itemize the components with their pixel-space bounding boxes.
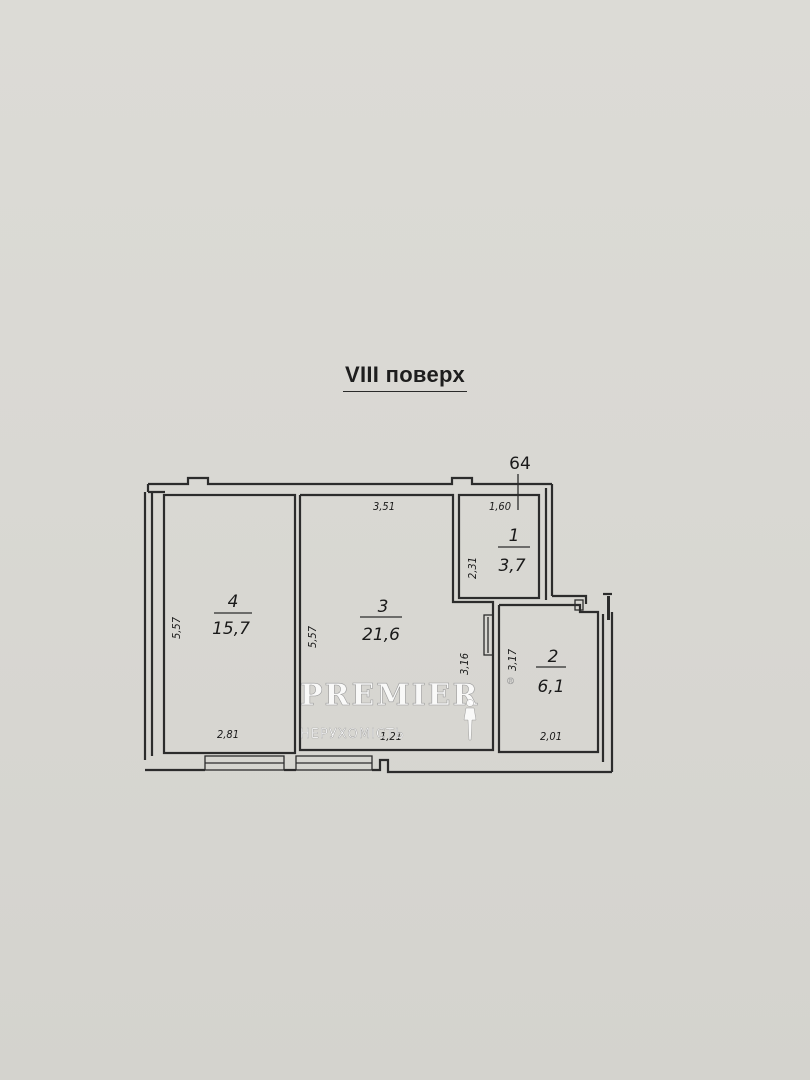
room-1-area: 3,7 bbox=[498, 556, 525, 576]
room-3-area: 21,6 bbox=[362, 625, 400, 645]
dim-room3-bottom: 1,21 bbox=[380, 730, 402, 743]
room-1-number: 1 bbox=[509, 526, 520, 546]
watermark-brand: PREMIER bbox=[300, 678, 479, 713]
dim-room3-height-left: 5,57 bbox=[306, 625, 319, 648]
room-2 bbox=[497, 599, 600, 754]
dim-room4-width: 2,81 bbox=[217, 728, 239, 741]
room-1 bbox=[457, 493, 541, 600]
room-2-area: 6,1 bbox=[537, 677, 564, 697]
watermark-registered: ® bbox=[506, 677, 516, 687]
floor-title: VIII поверх bbox=[0, 362, 810, 392]
apartment-number: 64 bbox=[509, 454, 531, 474]
dim-room3-width: 3,51 bbox=[373, 500, 395, 513]
room-4 bbox=[162, 493, 297, 771]
dim-room2-height: 3,17 bbox=[506, 648, 519, 671]
dim-room1-height: 2,31 bbox=[466, 557, 479, 579]
room-3 bbox=[295, 493, 495, 771]
dim-room3-height-right: 3,16 bbox=[458, 653, 471, 675]
dim-room2-width: 2,01 bbox=[540, 730, 562, 743]
room-2-number: 2 bbox=[548, 647, 559, 667]
dim-room1-width: 1,60 bbox=[489, 500, 511, 513]
watermark: PREMIER ® НЕРУХОМІСТЬ bbox=[300, 677, 516, 742]
exterior-walls bbox=[143, 476, 614, 774]
apartment-marker: 64 bbox=[509, 454, 531, 510]
dim-room4-height: 5,57 bbox=[170, 616, 183, 639]
watermark-figure-icon bbox=[463, 699, 477, 741]
dimension-labels: 3,51 1,60 2,81 1,21 2,01 5,57 5,57 2,31 … bbox=[170, 500, 562, 743]
watermark-subtitle: НЕРУХОМІСТЬ bbox=[300, 727, 405, 742]
room-4-area: 15,7 bbox=[212, 619, 250, 639]
room-4-number: 4 bbox=[228, 592, 239, 612]
room-labels: 4 15,7 3 21,6 1 3,7 2 6,1 bbox=[212, 526, 566, 697]
floor-title-text: VIII поверх bbox=[342, 362, 467, 392]
room-3-number: 3 bbox=[378, 597, 389, 617]
